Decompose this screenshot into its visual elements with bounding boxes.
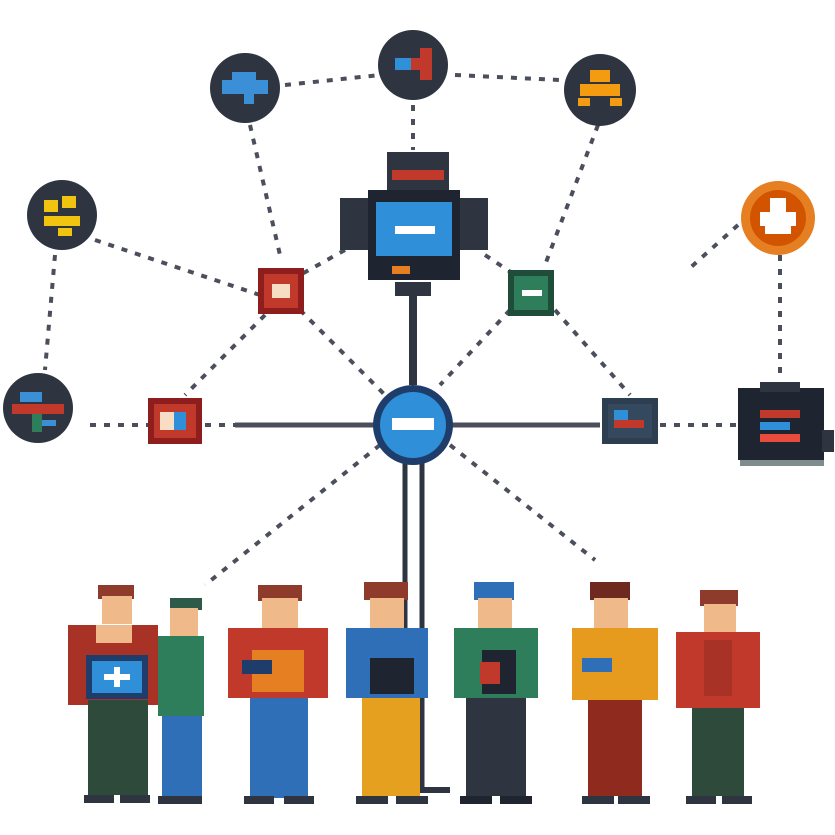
monitor-device [340,152,488,296]
person-6 [572,582,658,804]
link-hub-to-people-left [203,443,382,587]
chart-icon [160,412,186,430]
node-upper-right [741,181,815,255]
link-monitor-to-red [299,248,346,277]
node-upper-left [27,180,97,250]
person-1 [68,585,158,803]
link-upper-left-to-red [94,238,261,297]
person-2 [158,598,204,804]
user-icon [760,198,796,234]
laptop-device [738,382,834,466]
link-top-right-down [543,124,600,266]
link-red-to-left-square [183,313,267,397]
link-user-left [688,223,740,270]
people-group [68,582,760,804]
person-4 [346,582,428,804]
link-red-to-hub [298,308,387,397]
folder-icon [272,284,290,298]
card-icon [614,410,644,428]
square-green-upper [508,270,554,316]
document-icon [522,290,542,296]
link-green-to-teal [553,308,632,397]
flag-icon [12,392,64,432]
share-icon [395,48,432,80]
link-top-left-down [248,124,282,256]
person-3 [228,585,328,804]
laptop-icon [760,410,800,442]
person-5 [454,582,538,804]
node-top-center [378,30,448,100]
link-upper-left-down [43,254,57,371]
node-top-left [210,53,280,123]
recycle-icon [44,196,80,236]
connection-lines [43,73,782,793]
square-red-upper [258,268,304,314]
link-top-left-to-top-center [284,73,381,87]
link-hub-to-people-right [448,443,597,562]
link-green-to-hub [438,308,512,387]
node-top-right [564,54,636,126]
center-hub [373,385,453,465]
group-icon [578,70,622,106]
cloud-icon [222,72,268,104]
link-top-center-to-top-right [454,73,561,82]
person-7 [676,590,760,804]
square-red-left [148,398,202,444]
square-teal-right [602,398,658,444]
hub-globe-icon [392,418,434,430]
node-left [3,373,73,443]
